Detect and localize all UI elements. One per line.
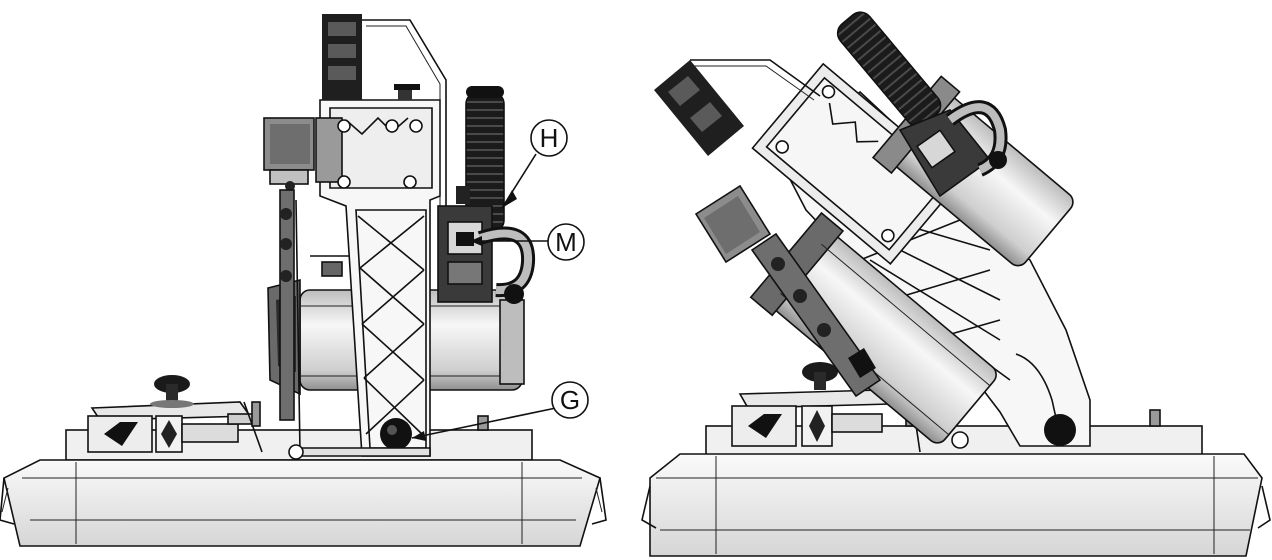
- right-table-vise: [731, 362, 1161, 453]
- callout-m-label: M: [555, 227, 577, 257]
- callout-m-circle: [547, 223, 585, 261]
- right-view: [641, 11, 1271, 557]
- callout-m: M: [470, 223, 585, 261]
- callout-g: G: [411, 381, 589, 441]
- right-depth-bar: [750, 232, 882, 398]
- right-lever-frame: [654, 59, 821, 156]
- callout-h-circle: [530, 119, 568, 157]
- left-lever-frame: [322, 14, 447, 220]
- left-switch-box: [263, 117, 315, 191]
- callout-g-leader: [411, 407, 557, 439]
- right-handle-mount: [898, 100, 1008, 198]
- right-switch-box: [694, 184, 772, 264]
- left-handle-mount: [437, 186, 536, 304]
- callout-h-label: H: [540, 123, 559, 153]
- left-depth-bar: [279, 189, 350, 453]
- left-table-vise: [87, 375, 263, 453]
- callout-h: H: [501, 119, 568, 209]
- left-column: [315, 84, 441, 457]
- left-handle-grip: [465, 86, 505, 233]
- left-lock-knob: [288, 415, 489, 460]
- callout-g-label: G: [560, 385, 580, 415]
- left-view: H M G: [0, 14, 607, 547]
- callout-g-circle: [551, 381, 589, 419]
